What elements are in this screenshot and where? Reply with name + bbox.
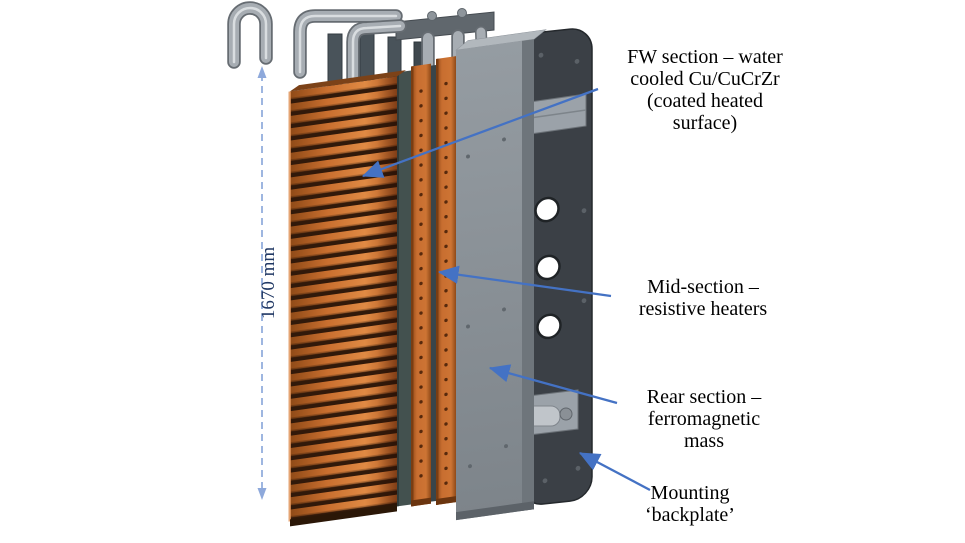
backing-plate-edge <box>397 72 399 507</box>
mass-dot <box>502 307 506 312</box>
dimension-label: 1670 mm <box>258 246 279 320</box>
heater-bar-rear <box>436 56 456 505</box>
pipe-inlet <box>293 9 403 79</box>
heater-bottom <box>411 497 431 507</box>
backplate-screw <box>542 478 548 484</box>
pipe-manifold <box>395 8 495 41</box>
annotation-line: cooled Cu/CuCrZr <box>630 68 780 90</box>
annotation-rear-section: Rear section – ferromagnetic mass <box>621 386 787 452</box>
mounting-backplate <box>520 28 593 505</box>
annotation-line: (coated heated <box>646 90 764 112</box>
annotation-line: resistive heaters <box>638 298 768 320</box>
assembly <box>288 29 547 527</box>
arrow-backplate <box>578 451 651 492</box>
heater-bottom <box>436 496 456 505</box>
pipe-u-bend <box>227 1 273 69</box>
fw-fin-stack <box>288 70 406 527</box>
pipe-outlet <box>346 19 407 87</box>
backing-plate-body <box>397 70 411 507</box>
annotation-line: surface) <box>672 112 738 134</box>
arrow-rear-section <box>488 364 618 405</box>
dimension-arrow-top <box>257 66 267 78</box>
backplate-screw <box>581 208 587 214</box>
dimension-arrow-bottom <box>257 488 267 500</box>
mass-bottom-edge <box>456 501 534 521</box>
heater-edge <box>411 66 414 507</box>
mass-dot <box>468 464 472 469</box>
manifold-port <box>457 8 467 18</box>
mass-dot <box>502 137 506 142</box>
annotation-line: Rear section – <box>646 386 762 408</box>
fin-stack-top-face <box>290 70 406 92</box>
annotation-line: mass <box>684 430 724 452</box>
annotation-mounting-backplate: Mounting ‘backplate’ <box>610 482 770 526</box>
fw-backing-plate <box>397 70 411 507</box>
backplate-screw <box>574 59 580 64</box>
arrow-fw-section <box>361 87 599 178</box>
annotation-line: ‘backplate’ <box>645 504 735 526</box>
annotation-mid-section: Mid-section – resistive heaters <box>605 276 801 320</box>
spacer-plate <box>431 64 436 502</box>
mass-dot <box>466 324 470 329</box>
mass-side-strip <box>522 39 534 511</box>
backplate-screw <box>538 52 544 58</box>
fin-stack-bottom-shadow <box>290 504 397 527</box>
annotation-line: Mid-section – <box>647 276 759 298</box>
heater-edge <box>436 58 439 505</box>
backplate-hole <box>535 254 561 281</box>
fin-stack-shade <box>377 76 397 510</box>
dimension-1670mm <box>257 66 267 500</box>
heater-bar-front <box>411 63 431 507</box>
annotation-arrows <box>361 87 651 492</box>
backplate-hole <box>536 313 562 340</box>
arrow-mid-section <box>437 265 612 298</box>
mass-dot <box>466 154 470 159</box>
annotation-line: Mounting <box>650 482 730 504</box>
mass-dot <box>504 444 508 449</box>
manifold-port <box>427 11 437 21</box>
annotation-line: ferromagnetic <box>647 408 761 430</box>
bracket-pin <box>559 407 573 421</box>
fin-stack-front-face <box>290 76 397 522</box>
annotation-fw-section: FW section – water cooled Cu/CuCrZr (coa… <box>595 46 815 134</box>
rear-mass-section <box>455 29 547 521</box>
fin-stack-left-edge <box>288 91 291 522</box>
annotation-line: FW section – water <box>627 46 783 68</box>
backplate-hole <box>534 196 560 223</box>
backplate-screw <box>581 298 587 304</box>
